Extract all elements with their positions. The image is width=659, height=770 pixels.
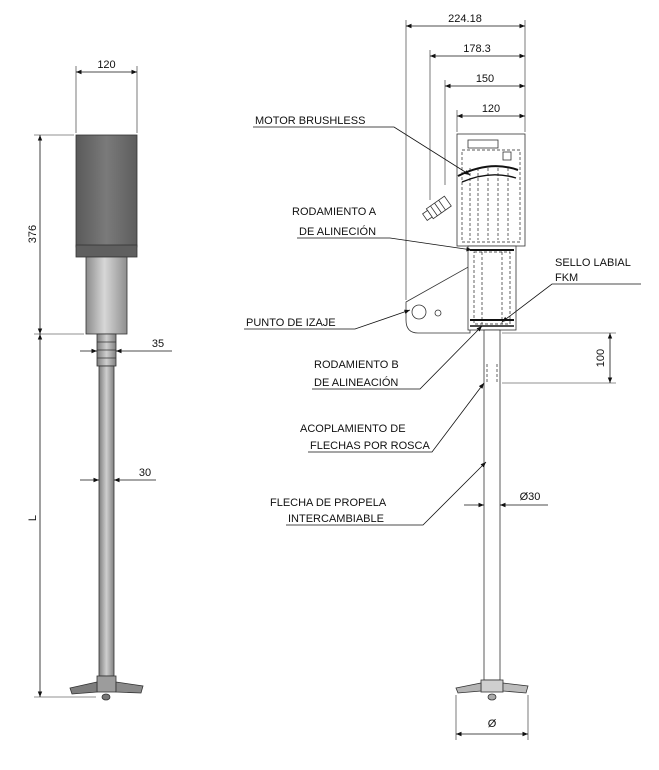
dim-shaft-offset: 100: [595, 349, 607, 367]
bearing-housing: [467, 245, 517, 331]
propeller-right: [455, 679, 529, 701]
dim-neck-diameter: 35: [152, 338, 164, 350]
lifting-hole: [411, 304, 427, 320]
propeller: [69, 675, 144, 701]
bearing-neck: [85, 256, 128, 335]
callout-shaft-1: FLECHA DE PROPELA: [270, 497, 387, 509]
dim-width-3: 150: [476, 73, 494, 85]
motor-housing: [75, 134, 138, 248]
dim-width-2: 178.3: [463, 43, 491, 55]
callout-shaft-2: INTERCAMBIABLE: [288, 513, 384, 525]
propeller-shaft-right: [483, 329, 501, 681]
dim-overall-width: 224.18: [448, 13, 482, 25]
propeller-shaft: [98, 365, 115, 677]
callout-lifting-point: PUNTO DE IZAJE: [246, 317, 336, 329]
lifting-bracket: [405, 265, 471, 334]
callout-coupling-1: ACOPLAMIENTO DE: [300, 423, 406, 435]
callout-bearing-b-2: DE ALINEACIÓN: [314, 376, 398, 389]
dim-motor-height: 376: [27, 225, 39, 243]
dim-width-4: 120: [482, 103, 500, 115]
callout-coupling-2: FLECHAS POR ROSCA: [310, 440, 430, 452]
dim-propeller-diameter: Ø: [488, 718, 497, 730]
callout-bearing-a-2: DE ALINECIÓN: [299, 225, 376, 238]
motor-housing-cap: [75, 244, 138, 258]
motor-body-outline: [456, 133, 526, 247]
callout-seal-2: FKM: [555, 272, 578, 284]
dim-shaft-diameter-right: Ø30: [520, 491, 541, 503]
cable-gland: [422, 195, 452, 222]
right-view: 224.18 178.3 150 120 100 Ø30 Ø MOTOR BRU…: [244, 13, 641, 740]
callout-bearing-a-1: RODAMIENTO A: [292, 206, 377, 218]
dim-motor-width: 120: [97, 59, 115, 71]
callout-motor: MOTOR BRUSHLESS: [255, 115, 365, 127]
dim-length: L: [27, 515, 39, 521]
callout-bearing-b-1: RODAMIENTO B: [314, 359, 399, 371]
callout-seal-1: SELLO LABIAL: [555, 257, 631, 269]
left-view: 120 376 L 35 30: [27, 59, 172, 701]
dim-shaft-diameter: 30: [139, 467, 151, 479]
